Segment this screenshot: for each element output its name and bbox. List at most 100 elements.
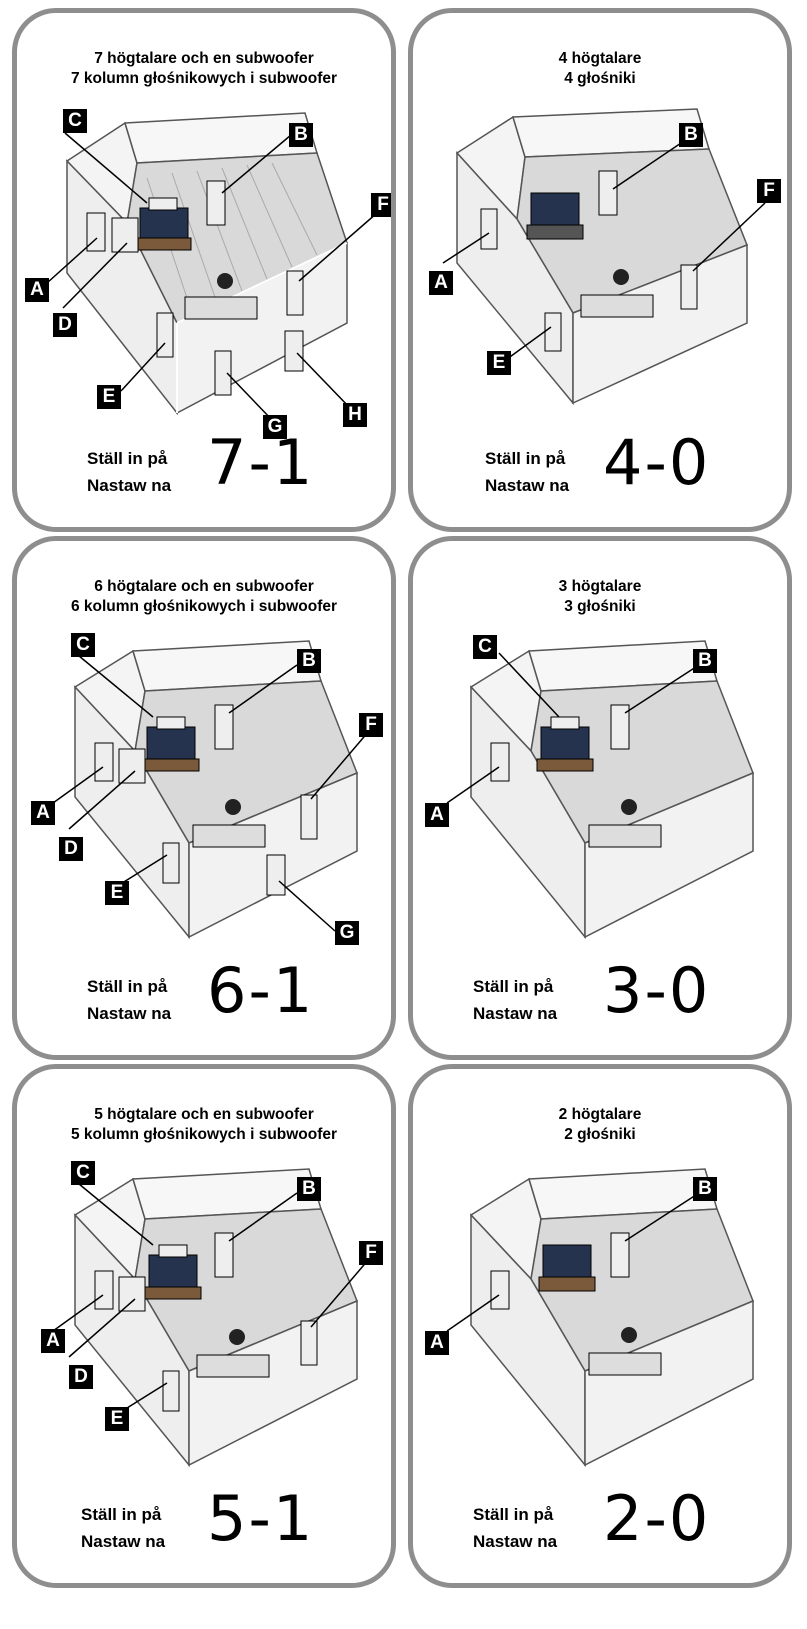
setting-label: Ställ in på Nastaw na [473, 1501, 557, 1555]
room-outline [469, 1168, 754, 1468]
speaker-tag-b: B [297, 1177, 321, 1201]
card-title: 3 högtalare 3 głośniki [413, 577, 787, 617]
label-swedish: Ställ in på [473, 977, 554, 996]
speaker-tag-b: B [297, 649, 321, 673]
setting-label: Ställ in på Nastaw na [87, 445, 171, 499]
title-swedish: 7 högtalare och en subwoofer [94, 50, 314, 67]
label-swedish: Ställ in på [81, 1505, 162, 1524]
speaker-tag-c: C [63, 109, 87, 133]
label-polish: Nastaw na [87, 476, 172, 495]
setting-label: Ställ in på Nastaw na [485, 445, 569, 499]
room-diagram [446, 640, 754, 940]
room-outline [469, 640, 754, 940]
pointer-lines [446, 1192, 700, 1332]
title-swedish: 6 högtalare och en subwoofer [94, 578, 314, 595]
speaker-tag-a: A [425, 1331, 449, 1355]
setting-code: 5-1 [207, 1482, 315, 1555]
setting-code: 4-0 [603, 426, 711, 499]
speakers [94, 704, 318, 896]
setting-code: 2-0 [603, 1482, 711, 1555]
speaker-tag-g: G [263, 415, 287, 439]
config-card-3-0: 3 högtalare 3 głośniki C B A [408, 536, 792, 1060]
speaker-tag-e: E [97, 385, 121, 409]
label-polish: Nastaw na [473, 1004, 558, 1023]
speaker-tag-a: A [425, 803, 449, 827]
speaker-tag-a: A [25, 278, 49, 302]
config-card-5-1: 5 högtalare och en subwoofer 5 kolumn gł… [12, 1064, 396, 1588]
title-polish: 5 kolumn głośnikowych i subwoofer [70, 1126, 338, 1143]
label-swedish: Ställ in på [473, 1505, 554, 1524]
speaker-tag-c: C [473, 635, 497, 659]
room-outline [73, 1168, 358, 1468]
card-title: 2 högtalare 2 głośniki [413, 1105, 787, 1145]
tv [144, 1244, 202, 1300]
title-swedish: 3 högtalare [558, 578, 642, 595]
title-swedish: 5 högtalare och en subwoofer [94, 1106, 314, 1123]
label-polish: Nastaw na [485, 476, 570, 495]
speakers [94, 1232, 318, 1412]
card-title: 6 högtalare och en subwoofer 6 kolumn gł… [17, 577, 391, 617]
label-polish: Nastaw na [473, 1532, 558, 1551]
room-diagram [442, 108, 766, 406]
tv [538, 1244, 596, 1292]
card-title: 5 högtalare och en subwoofer 5 kolumn gł… [17, 1105, 391, 1145]
pointer-lines [442, 138, 766, 360]
setting-code: 6-1 [207, 954, 315, 1027]
tv [136, 197, 192, 251]
speakers [490, 1232, 630, 1310]
speaker-tag-f: F [359, 713, 383, 737]
speaker-tag-b: B [693, 649, 717, 673]
room-diagram [52, 1168, 370, 1468]
sofa [192, 799, 266, 848]
title-polish: 4 głośniki [564, 70, 636, 87]
speaker-tag-e: E [105, 1407, 129, 1431]
speaker-tag-f: F [359, 1241, 383, 1265]
sofa [580, 269, 654, 318]
config-card-2-0: 2 högtalare 2 głośniki B A Ställ in på [408, 1064, 792, 1588]
title-swedish: 4 högtalare [558, 50, 642, 67]
config-card-4-0: 4 högtalare 4 głośniki B F [408, 8, 792, 532]
speaker-tag-e: E [487, 351, 511, 375]
sofa [588, 799, 662, 848]
room-diagram [446, 1168, 754, 1468]
room-outline [455, 108, 748, 406]
tv [526, 192, 584, 240]
speaker-tag-a: A [41, 1329, 65, 1353]
sofa [588, 1327, 662, 1376]
card-title: 4 högtalare 4 głośniki [413, 49, 787, 89]
speaker-tag-h: H [343, 403, 367, 427]
tv [536, 716, 594, 772]
tv [142, 716, 200, 772]
setting-code: 3-0 [603, 954, 711, 1027]
speaker-tag-f: F [371, 193, 391, 217]
room-diagram [52, 640, 370, 940]
title-polish: 2 głośniki [564, 1126, 636, 1143]
speakers [490, 704, 630, 782]
setting-label: Ställ in på Nastaw na [87, 973, 171, 1027]
speaker-tag-a: A [31, 801, 55, 825]
speaker-tag-a: A [429, 271, 453, 295]
pointer-lines [52, 650, 370, 932]
setting-label: Ställ in på Nastaw na [81, 1501, 165, 1555]
title-polish: 6 kolumn głośnikowych i subwoofer [70, 598, 338, 615]
speaker-tag-d: D [59, 837, 83, 861]
config-card-7-1: 7 högtalare och en subwoofer 7 kolumn gł… [12, 8, 396, 532]
speaker-tag-e: E [105, 881, 129, 905]
pointer-lines [46, 132, 378, 422]
card-title: 7 högtalare och en subwoofer 7 kolumn gł… [17, 49, 391, 89]
pointer-lines [446, 652, 700, 804]
label-polish: Nastaw na [87, 1004, 172, 1023]
title-polish: 3 głośniki [564, 598, 636, 615]
title-polish: 7 kolumn głośnikowych i subwoofer [70, 70, 338, 87]
speakers [480, 170, 698, 352]
setting-code: 7-1 [207, 426, 315, 499]
speaker-tag-c: C [71, 633, 95, 657]
speaker-tag-d: D [69, 1365, 93, 1389]
label-swedish: Ställ in på [87, 449, 168, 468]
sofa [184, 273, 258, 320]
room-diagram [46, 112, 378, 422]
speakers [86, 180, 304, 396]
room-outline [65, 112, 348, 416]
label-swedish: Ställ in på [87, 977, 168, 996]
speaker-tag-b: B [693, 1177, 717, 1201]
